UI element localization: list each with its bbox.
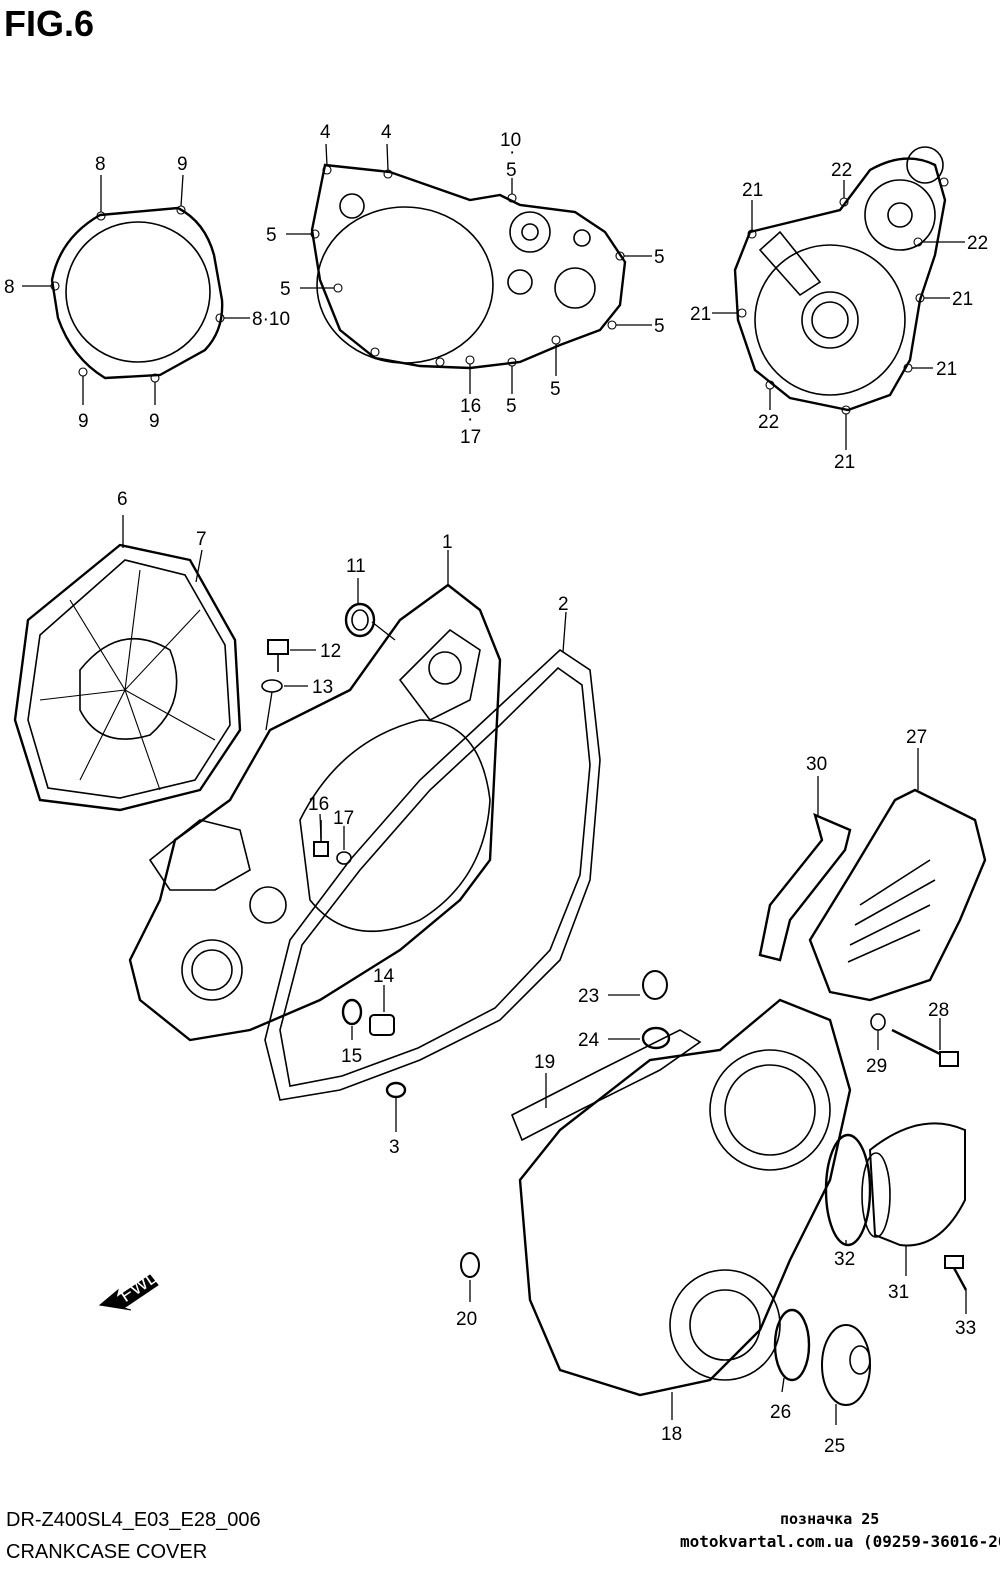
- magneto-gasket-part-19: [510, 1029, 702, 1142]
- callout-label: 9: [177, 154, 188, 175]
- callout-label: 16: [460, 396, 481, 417]
- sprocket-cover-part-27: [808, 748, 987, 1002]
- callout-label: 4: [320, 122, 331, 143]
- callout-label: 5: [654, 316, 665, 337]
- plug-washer-parts-14-15: [341, 985, 395, 1040]
- callout-label: 13: [312, 677, 333, 698]
- callout-label: 2: [558, 594, 569, 615]
- crankcase-gasket-part-2: [264, 611, 601, 1101]
- callout-label: 7: [196, 529, 207, 550]
- callout-label: 26: [770, 1402, 791, 1423]
- oil-seal-part-11: [344, 578, 396, 641]
- callout-label: 21: [834, 452, 855, 473]
- callout-label: 25: [824, 1436, 845, 1457]
- washer-part-13: [261, 679, 308, 731]
- callout-label: 21: [952, 289, 973, 310]
- callout-label: 10: [500, 130, 521, 151]
- svg-text:·: ·: [509, 142, 515, 163]
- inspection-plug-parts-25-26: [773, 1308, 871, 1425]
- callout-label: 29: [866, 1056, 887, 1077]
- magneto-cover-part-18: [518, 998, 852, 1420]
- diagram-code: DR-Z400SL4_E03_E28_006: [6, 1509, 261, 1531]
- callout-label: 5: [506, 160, 517, 181]
- dowel-pin-part-3: [385, 1081, 407, 1132]
- callout-label: 27: [906, 727, 927, 748]
- clutch-cover-gasket-view: [22, 174, 250, 405]
- crankcase-cover-part-1: [128, 550, 502, 1042]
- callout-label: 12: [320, 641, 341, 662]
- bolt-washer-parts-28-29: [870, 1013, 959, 1067]
- watermark-line2: motokvartal.com.ua (09259-36016-20H: [680, 1532, 1000, 1551]
- callout-group-4-5: 4 4 10 · 5 5 5 5 5 5 5 16 · 17: [266, 122, 665, 448]
- callout-label: 1: [442, 532, 453, 553]
- bolt-part-12: [267, 639, 316, 672]
- callout-group-21-22: 21 22 22 21 21 21 22 21: [690, 160, 988, 473]
- diagram-subtitle: CRANKCASE COVER: [6, 1541, 208, 1563]
- generator-cover-parts-31-32-33: [824, 1122, 968, 1314]
- callout-label: 15: [341, 1046, 362, 1067]
- callout-label: 3: [389, 1137, 400, 1158]
- callout-label: 5: [280, 279, 291, 300]
- callout-label: 19: [534, 1052, 555, 1073]
- callout-label: 6: [117, 489, 128, 510]
- fwd-label: FWD: [116, 1265, 164, 1307]
- callout-label: 30: [806, 754, 827, 775]
- callout-label: 23: [578, 986, 599, 1007]
- callout-group-8-9: 8 9 8 8·10 9 9: [4, 154, 290, 432]
- bracket-part-30: [758, 776, 852, 962]
- callout-label: 9: [149, 411, 160, 432]
- watermark-line1: позначка 25: [780, 1510, 880, 1528]
- callout-label: 5: [506, 396, 517, 417]
- callout-label: 21: [742, 180, 763, 201]
- callout-label: 33: [955, 1318, 976, 1339]
- callout-label: 16: [308, 794, 329, 815]
- callout-label: 28: [928, 1000, 949, 1021]
- callout-label: 22: [967, 233, 988, 254]
- callout-label: 21: [936, 359, 957, 380]
- callout-label: 17: [333, 808, 354, 829]
- dowel-pin-part-20: [460, 1252, 480, 1302]
- callout-label: 22: [831, 160, 852, 181]
- callout-label: 31: [888, 1282, 909, 1303]
- callout-label: 9: [78, 411, 89, 432]
- callout-label: 20: [456, 1309, 477, 1330]
- bolt-washer-parts-16-17: [313, 813, 352, 865]
- callout-label: 5: [654, 247, 665, 268]
- callout-label: 5: [266, 225, 277, 246]
- callout-label: 18: [661, 1424, 682, 1445]
- callout-label: 17: [460, 427, 481, 448]
- callout-label: 11: [346, 556, 366, 577]
- callout-label: 32: [834, 1249, 855, 1270]
- plug-parts-23-24: [608, 970, 671, 1050]
- callout-label: 8·10: [252, 309, 290, 330]
- callout-label: 8: [95, 154, 106, 175]
- callout-label: 14: [373, 966, 395, 987]
- crankcase-cover-bolt-view: [286, 143, 652, 394]
- callout-label: 21: [690, 304, 711, 325]
- callout-label: 4: [381, 122, 392, 143]
- clutch-cover-part-6: [13, 515, 242, 812]
- fwd-arrow-icon: FWD: [98, 1265, 164, 1311]
- magneto-cover-bolt-view: [712, 146, 965, 450]
- callout-label: 22: [758, 412, 779, 433]
- callout-label: 5: [550, 379, 561, 400]
- callout-label: 24: [578, 1030, 600, 1051]
- figure-title: FIG.6: [4, 3, 95, 44]
- svg-text:·: ·: [467, 409, 473, 430]
- callout-label: 8: [4, 277, 15, 298]
